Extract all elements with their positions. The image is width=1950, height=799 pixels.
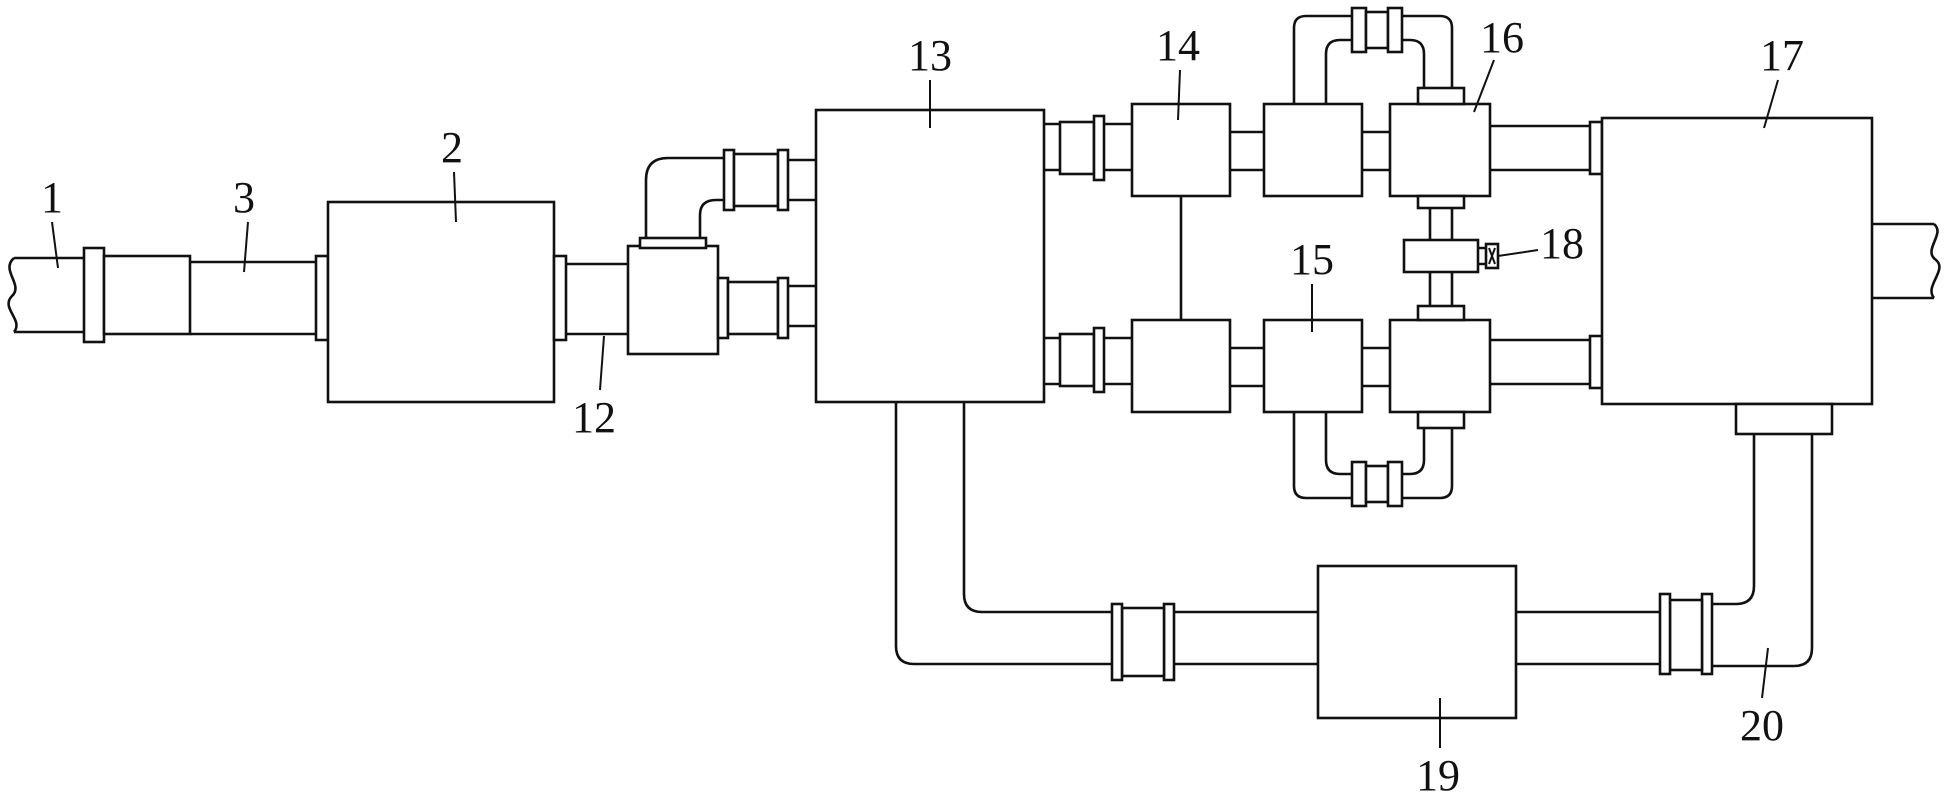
label-19: 19 [1416, 751, 1460, 799]
flange-2-inlet [314, 254, 330, 342]
inlet-pipe-1 [7, 256, 86, 334]
coupling-13-lower [1058, 326, 1106, 394]
tee-top-flange [638, 236, 708, 250]
label-12: 12 [572, 393, 616, 442]
component-13-box [814, 108, 1046, 404]
flange-coupling-left [82, 246, 106, 344]
label-17: 17 [1760, 31, 1804, 80]
valve-16-bottom-flange [1416, 194, 1466, 210]
coupling-lower [716, 276, 790, 340]
component-lower-right-valve [1388, 318, 1492, 414]
tee-junction [626, 244, 720, 356]
coupling-upper [722, 148, 790, 212]
outlet-pipe [1872, 222, 1941, 300]
coupling-13-19 [1110, 602, 1176, 682]
elbow-pipe [644, 156, 724, 238]
label-1: 1 [41, 173, 63, 222]
pipe-12 [566, 262, 628, 336]
component-16-box [1388, 102, 1492, 198]
component-2-box [326, 200, 556, 404]
label-16: 16 [1480, 13, 1524, 62]
lower-bypass-coupling [1350, 460, 1404, 508]
valve-16-top-flange [1416, 86, 1466, 106]
pipe-13-to-19 [894, 402, 1112, 666]
component-14-box [1130, 102, 1232, 198]
component-15-box [1262, 318, 1364, 414]
flange-17-upper [1588, 120, 1604, 176]
shaft-device-18 [1402, 208, 1500, 306]
coupling-sleeve [102, 254, 192, 336]
component-lower-left-box [1130, 318, 1232, 414]
label-15: 15 [1290, 235, 1334, 284]
flange-17-lower [1588, 334, 1604, 390]
flange-2-outlet [552, 254, 568, 342]
label-3: 3 [233, 173, 255, 222]
coupling-20 [1658, 592, 1714, 676]
label-14: 14 [1156, 21, 1200, 70]
label-2: 2 [441, 123, 463, 172]
component-19-box [1316, 564, 1518, 720]
valve-lower-bottom-flange [1416, 410, 1466, 430]
valve-lower-top-flange [1416, 304, 1466, 322]
label-18: 18 [1540, 219, 1584, 268]
component-upper-middle-box [1262, 102, 1364, 198]
pipe-3 [190, 260, 318, 336]
coupling-13-14 [1058, 114, 1106, 182]
label-20: 20 [1740, 701, 1784, 750]
component-17-box [1600, 116, 1874, 406]
upper-bypass-coupling [1350, 6, 1404, 54]
return-pipe-20 [1712, 434, 1814, 668]
label-13: 13 [908, 31, 952, 80]
component-17-bottom-flange [1734, 402, 1834, 436]
